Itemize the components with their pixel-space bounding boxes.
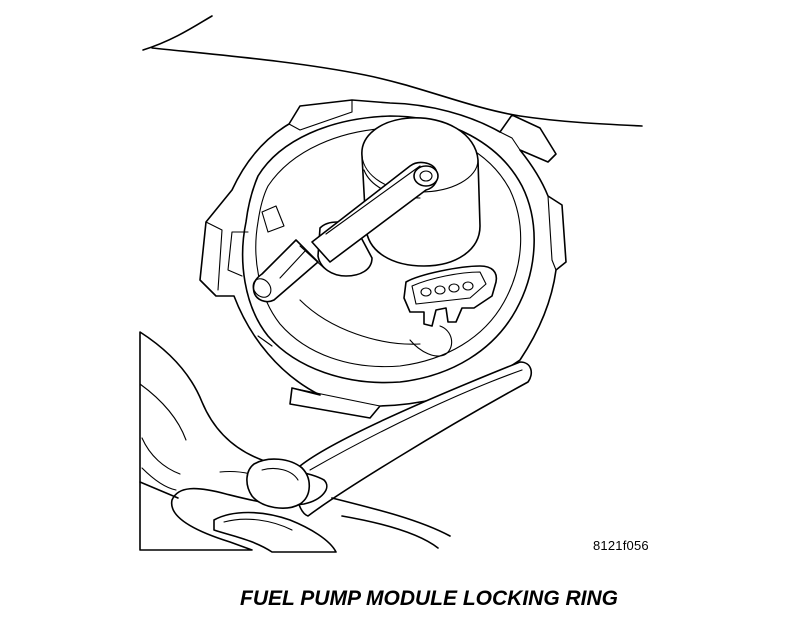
electrical-connector (404, 266, 496, 326)
tank-edge (140, 482, 450, 548)
figure-id-label: 8121f056 (593, 538, 649, 553)
technician-hand (140, 332, 336, 552)
tank-surface (143, 16, 642, 126)
module-plate (262, 206, 452, 356)
figure-caption: FUEL PUMP MODULE LOCKING RING (240, 587, 618, 610)
fuel-outlet-tube (249, 163, 438, 302)
